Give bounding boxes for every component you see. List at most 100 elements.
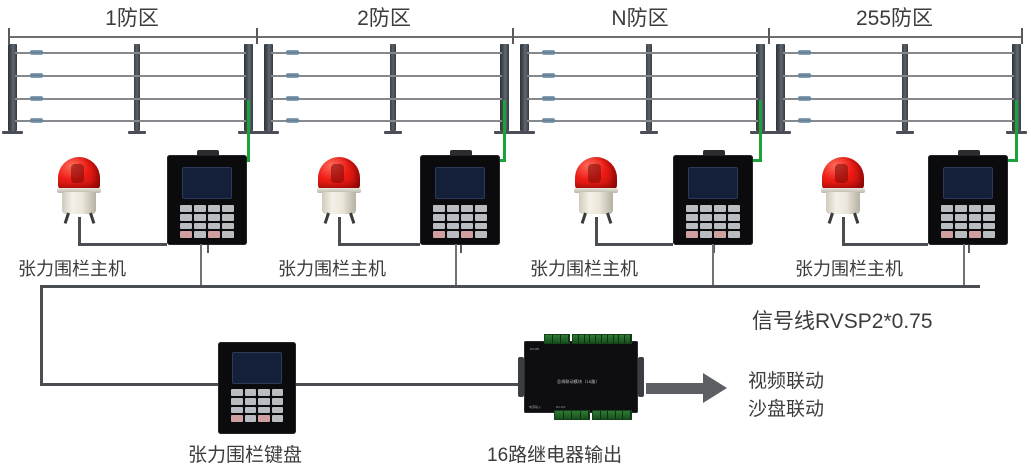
beacon-dome (318, 157, 360, 190)
signal-line-label: 信号线RVSP2*0.75 (752, 310, 933, 333)
fence-wire (15, 75, 246, 77)
output-label-video: 视频联动 (748, 371, 825, 392)
wire-tensioner (30, 96, 43, 101)
beacon-wire-horizontal (78, 243, 167, 246)
relay-bottom-terminal-a (554, 410, 590, 420)
fence-wire (15, 98, 246, 100)
host-bottom-stub (207, 245, 209, 253)
alarm-beacon (574, 157, 619, 227)
bus-drop-4 (963, 244, 965, 286)
bus-drop-1 (200, 244, 202, 286)
fence-post (264, 44, 273, 131)
wire-tensioner (798, 73, 811, 78)
relay-caption: 16路继电器输出 (487, 445, 623, 465)
beacon-leg (606, 212, 613, 224)
host-keypad[interactable] (941, 205, 995, 238)
host-top-knob (703, 150, 725, 155)
relay-top-terminal-b (572, 334, 632, 344)
beacon-wire-horizontal (595, 243, 673, 246)
host-bottom-stub (460, 245, 462, 253)
host-caption-4: 张力围栏主机 (795, 259, 903, 279)
fence-post (646, 44, 652, 131)
beacon-wire-vertical (78, 217, 81, 245)
zone-label-n: N防区 (611, 7, 669, 30)
beacon-leg (827, 212, 834, 224)
fence-host-unit[interactable] (928, 150, 1008, 245)
wire-tensioner (30, 50, 43, 55)
fence-post (500, 44, 509, 131)
zone-tick-1 (256, 28, 258, 44)
fence-host-unit[interactable] (673, 150, 753, 245)
host-caption-3: 张力围栏主机 (530, 259, 638, 279)
relay-power-label: 电源输入 (529, 405, 542, 409)
fence-host-unit[interactable] (167, 150, 247, 245)
fence-post (776, 44, 785, 131)
beacon-rim (821, 188, 865, 193)
wire-tensioner (30, 118, 43, 123)
fence-keyboard-unit[interactable] (218, 342, 296, 434)
host-bottom-stub (713, 245, 715, 253)
zone-tick-3 (768, 28, 770, 44)
zone-tick-2 (512, 28, 514, 44)
bus-left-riser (40, 285, 43, 385)
alarm-beacon (317, 157, 362, 227)
fence-post-foot (2, 131, 23, 134)
beacon-leg (580, 212, 587, 224)
fence-wire (271, 120, 502, 122)
fence-post-foot (384, 131, 402, 134)
fence-wire (15, 120, 246, 122)
host-screen (943, 167, 993, 199)
relay-module[interactable]: RS485 电源输入 DC12V 总线联动模块（16路） (518, 334, 644, 420)
fence-wire (271, 98, 502, 100)
wire-tensioner (798, 50, 811, 55)
host-top-knob (958, 150, 980, 155)
beacon-dome (58, 157, 100, 190)
signal-bus-line (40, 285, 980, 288)
fence-post-foot (258, 131, 279, 134)
relay-silkscreen-label: 总线联动模块（16路） (557, 379, 600, 384)
fence-post (756, 44, 765, 131)
green-signal-cable (1015, 100, 1018, 162)
fence-post-foot (896, 131, 914, 134)
wire-tensioner (542, 50, 555, 55)
fence-wire (527, 98, 758, 100)
fence-post (902, 44, 908, 131)
beacon-leg (853, 212, 860, 224)
keyboard-to-relay-wire (296, 383, 524, 386)
beacon-base (322, 192, 356, 214)
fence-host-unit[interactable] (420, 150, 500, 245)
fence-wire (527, 120, 758, 122)
green-signal-cable (503, 100, 506, 162)
beacon-wire-horizontal (338, 243, 420, 246)
fence-post (244, 44, 253, 131)
relay-right-ear (638, 357, 644, 397)
beacon-dome (575, 157, 617, 190)
bus-drop-2 (455, 244, 457, 286)
beacon-leg (323, 212, 330, 224)
beacon-base (579, 192, 613, 214)
host-bottom-stub (968, 245, 970, 253)
fence-wire (783, 75, 1014, 77)
host-keypad[interactable] (180, 205, 234, 238)
keyboard-keypad[interactable] (231, 389, 283, 422)
output-arrow-shaft (646, 383, 704, 394)
bus-drop-3 (712, 244, 714, 286)
beacon-rim (57, 188, 101, 193)
host-screen (435, 167, 485, 199)
bus-to-keyboard (40, 383, 218, 386)
zone-label-2: 2防区 (357, 7, 411, 30)
fence-wire (527, 52, 758, 54)
beacon-rim (574, 188, 618, 193)
host-keypad[interactable] (686, 205, 740, 238)
zone-label-255: 255防区 (855, 7, 934, 30)
fence-wire (783, 120, 1014, 122)
host-keypad[interactable] (433, 205, 487, 238)
fence-post (520, 44, 529, 131)
output-label-sandtable: 沙盘联动 (748, 399, 825, 420)
relay-rs485-label: RS485 (530, 347, 540, 351)
host-caption-1: 张力围栏主机 (18, 259, 126, 279)
wire-tensioner (30, 73, 43, 78)
alarm-beacon (821, 157, 866, 227)
fence-post (8, 44, 17, 131)
fence-wire (271, 75, 502, 77)
